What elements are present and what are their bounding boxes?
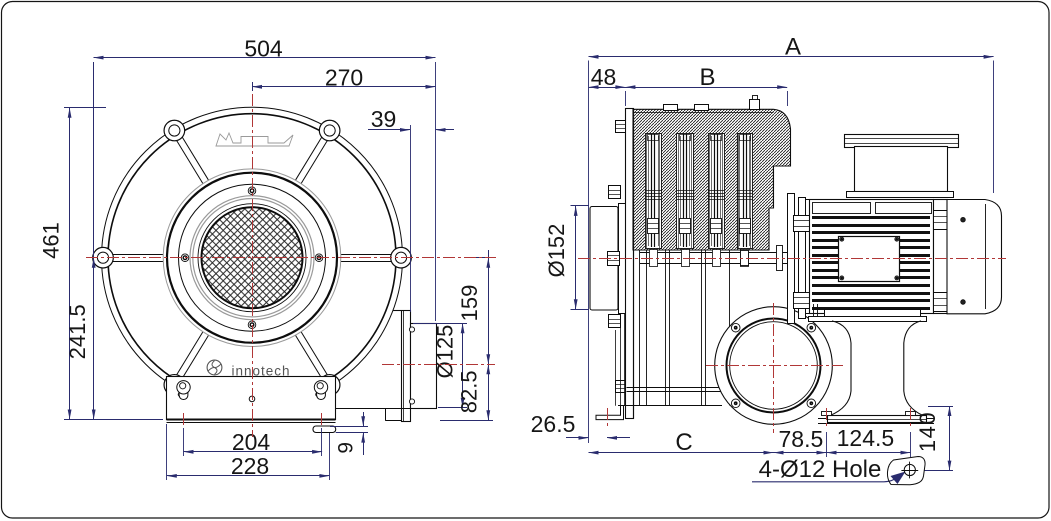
svg-text:461: 461	[39, 222, 64, 259]
svg-text:39: 39	[371, 106, 397, 132]
svg-text:9: 9	[335, 442, 358, 454]
svg-text:Ø152: Ø152	[544, 224, 569, 278]
svg-text:228: 228	[231, 453, 269, 479]
svg-text:82.5: 82.5	[457, 370, 482, 413]
svg-text:159: 159	[457, 285, 482, 322]
svg-text:A: A	[785, 34, 801, 61]
svg-text:204: 204	[232, 429, 271, 455]
svg-text:140: 140	[915, 411, 940, 452]
svg-text:241.5: 241.5	[65, 304, 90, 359]
svg-text:innotech: innotech	[231, 364, 290, 379]
svg-text:124.5: 124.5	[837, 425, 895, 451]
svg-text:270: 270	[325, 65, 363, 91]
svg-text:C: C	[675, 429, 692, 456]
svg-text:26.5: 26.5	[531, 411, 576, 437]
svg-text:48: 48	[591, 64, 617, 90]
svg-text:4-Ø12 Hole: 4-Ø12 Hole	[759, 456, 882, 483]
svg-text:B: B	[699, 64, 715, 91]
svg-text:504: 504	[244, 36, 283, 62]
svg-text:78.5: 78.5	[779, 426, 824, 452]
svg-text:Ø125: Ø125	[432, 325, 457, 379]
